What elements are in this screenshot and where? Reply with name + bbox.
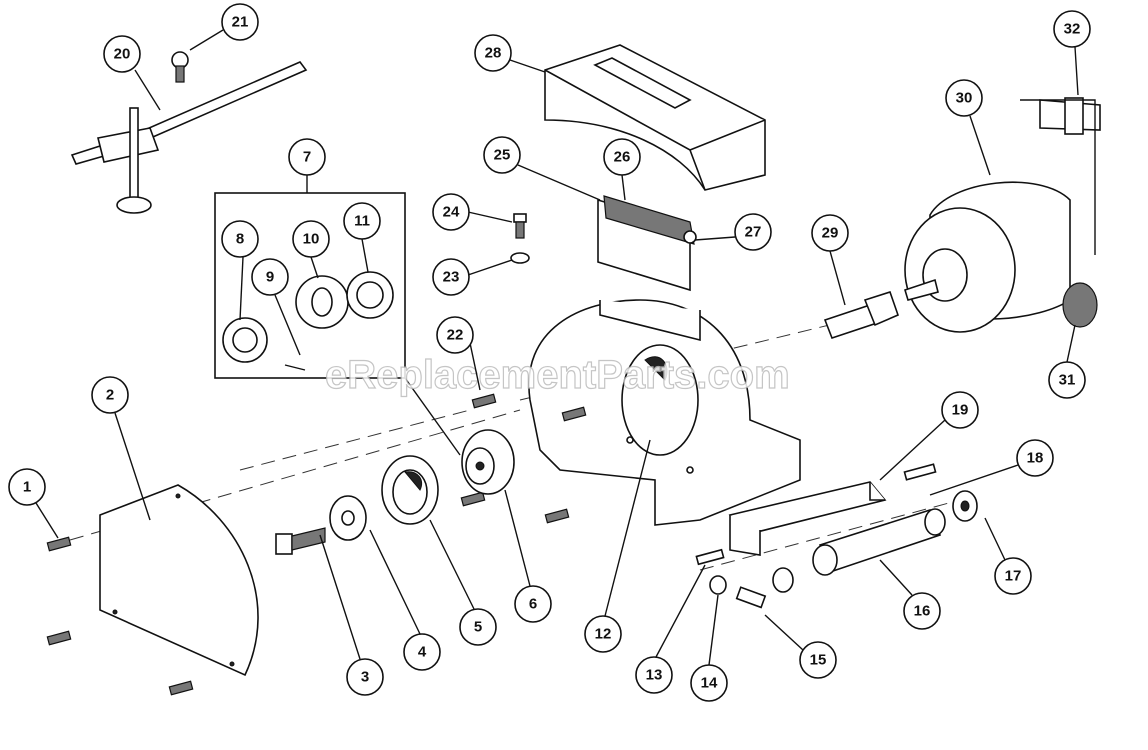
callout-28: 28 xyxy=(474,34,512,72)
svg-text:24: 24 xyxy=(443,204,460,221)
svg-text:4: 4 xyxy=(418,644,427,661)
svg-text:13: 13 xyxy=(646,667,663,684)
svg-text:19: 19 xyxy=(952,402,969,419)
svg-text:14: 14 xyxy=(701,675,718,692)
part-7-gear-kit-box xyxy=(214,175,461,456)
part-15-screw xyxy=(735,586,767,609)
part-18-pin xyxy=(903,463,937,481)
svg-text:30: 30 xyxy=(956,90,973,107)
callout-2: 2 xyxy=(91,376,129,414)
callout-20: 20 xyxy=(103,35,141,73)
callout-5: 5 xyxy=(459,608,497,646)
callout-30: 30 xyxy=(945,79,983,117)
svg-text:9: 9 xyxy=(266,269,274,286)
callout-6: 6 xyxy=(514,585,552,623)
part-13-pin xyxy=(695,548,725,566)
callout-24: 24 xyxy=(432,193,470,231)
callout-23: 23 xyxy=(432,258,470,296)
part-12-housing xyxy=(528,299,801,526)
part-16-roller xyxy=(812,508,946,576)
part-6-pulley xyxy=(461,429,515,495)
part-21-ball-screw xyxy=(171,51,189,83)
svg-text:3: 3 xyxy=(361,669,369,686)
callout-18: 18 xyxy=(1016,439,1054,477)
callout-32: 32 xyxy=(1053,10,1091,48)
callout-29: 29 xyxy=(811,214,849,252)
callout-11: 11 xyxy=(343,202,381,240)
svg-text:20: 20 xyxy=(114,46,131,63)
svg-text:15: 15 xyxy=(810,652,827,669)
callout-14: 14 xyxy=(690,664,728,702)
part-17-bearing xyxy=(952,490,978,522)
part-24-screw xyxy=(513,213,527,239)
callout-13: 13 xyxy=(635,656,673,694)
svg-text:26: 26 xyxy=(614,149,631,166)
part-32-bracket-line xyxy=(1020,99,1096,255)
part-20-indicator-rod xyxy=(70,61,308,214)
svg-text:29: 29 xyxy=(822,225,839,242)
svg-text:17: 17 xyxy=(1005,568,1022,585)
callout-16: 16 xyxy=(903,592,941,630)
svg-text:21: 21 xyxy=(232,14,249,31)
part-4-spacer xyxy=(329,495,367,541)
svg-text:6: 6 xyxy=(529,596,537,613)
callout-10: 10 xyxy=(292,220,330,258)
callout-15: 15 xyxy=(799,641,837,679)
part-26-27-bracket xyxy=(597,195,697,292)
callout-12: 12 xyxy=(584,615,622,653)
svg-text:18: 18 xyxy=(1027,450,1044,467)
part-29-fitting xyxy=(823,291,899,339)
callout-31: 31 xyxy=(1048,361,1086,399)
callout-21: 21 xyxy=(221,3,259,41)
part-3-bolt xyxy=(275,527,326,555)
part-19-bracket xyxy=(728,481,887,556)
svg-text:2: 2 xyxy=(106,387,114,404)
part-14-washer xyxy=(709,575,727,595)
part-30-air-motor xyxy=(904,181,1071,333)
callout-26: 26 xyxy=(603,138,641,176)
svg-text:10: 10 xyxy=(303,231,320,248)
part-28-cover xyxy=(544,44,766,191)
svg-text:23: 23 xyxy=(443,269,460,286)
callout-9: 9 xyxy=(251,258,289,296)
svg-text:5: 5 xyxy=(474,619,482,636)
callout-17: 17 xyxy=(994,557,1032,595)
svg-text:12: 12 xyxy=(595,626,612,643)
svg-text:1: 1 xyxy=(23,479,31,496)
svg-text:31: 31 xyxy=(1059,372,1076,389)
svg-text:16: 16 xyxy=(914,603,931,620)
callout-4: 4 xyxy=(403,633,441,671)
svg-text:27: 27 xyxy=(745,224,762,241)
part-16-bushing xyxy=(772,567,794,593)
part-2-plate xyxy=(99,484,259,677)
part-5-bearing xyxy=(381,455,439,525)
svg-text:11: 11 xyxy=(354,213,370,230)
callout-19: 19 xyxy=(941,391,979,429)
svg-text:22: 22 xyxy=(447,327,464,344)
leader-lines xyxy=(35,29,1079,666)
svg-text:8: 8 xyxy=(236,231,244,248)
callout-27: 27 xyxy=(734,213,772,251)
svg-text:25: 25 xyxy=(494,147,511,164)
callout-25: 25 xyxy=(483,136,521,174)
callout-22: 22 xyxy=(436,316,474,354)
part-22-screws xyxy=(460,393,587,524)
svg-text:7: 7 xyxy=(303,149,311,166)
part-1-screws xyxy=(46,536,194,696)
svg-text:28: 28 xyxy=(485,45,502,62)
callout-8: 8 xyxy=(221,220,259,258)
callout-7: 7 xyxy=(288,138,326,176)
callout-1: 1 xyxy=(8,468,46,506)
svg-text:32: 32 xyxy=(1064,21,1081,38)
part-31-exhaust xyxy=(1062,282,1098,328)
part-32-fitting xyxy=(1039,97,1101,135)
callout-3: 3 xyxy=(346,658,384,696)
part-23-washer xyxy=(510,252,530,264)
watermark-text: eReplacementParts.com xyxy=(325,353,790,397)
